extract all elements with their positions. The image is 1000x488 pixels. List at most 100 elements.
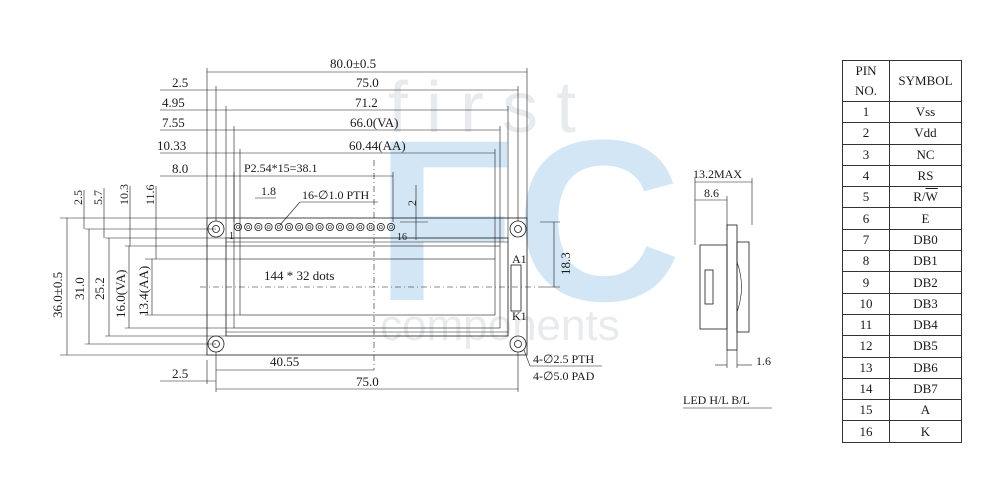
- pin-pad: [325, 222, 334, 231]
- dim-va-width: 66.0(VA): [350, 115, 399, 130]
- pin-number: 2: [842, 122, 890, 145]
- watermark: first FC components: [375, 68, 682, 350]
- pin-symbol: DB4: [889, 313, 962, 337]
- watermark-first-text: first: [388, 68, 594, 148]
- pin-pad: [315, 222, 324, 231]
- side-pcb: [726, 224, 738, 351]
- pin-first-label: 1: [229, 231, 234, 242]
- dim-offset-2-5: 2.5: [172, 75, 188, 90]
- symbol-header: SYMBOL: [889, 60, 962, 102]
- horizontal-dimensions: 80.0±0.5 75.0 2.5 71.2 4.95 66.0(VA) 7.5…: [157, 56, 528, 259]
- pin-number: 14: [842, 377, 890, 401]
- pin-pad: [305, 222, 314, 231]
- dim-top-11-6: 11.6: [143, 184, 157, 205]
- pin-symbol: E: [889, 207, 962, 230]
- pin-hole: [236, 225, 240, 229]
- pin-symbol: DB3: [889, 292, 962, 315]
- watermark-logo-text: FC: [375, 92, 682, 349]
- pin-number: 5: [842, 186, 890, 209]
- pin-pad: [346, 222, 355, 231]
- dim-side-inner: 8.6: [704, 186, 719, 200]
- dim-overall-height: 36.0±0.5: [50, 272, 65, 318]
- pin-header-row: [233, 222, 395, 231]
- pin-symbol: Vdd: [889, 122, 962, 145]
- dim-hole-pitch-vertical: 31.0: [72, 277, 87, 300]
- dim-bottom-offset: 2.5: [172, 366, 188, 381]
- side-curve: [736, 261, 742, 313]
- pin-pad: [284, 222, 293, 231]
- pin-number: 8: [842, 250, 890, 273]
- pin-number: 16: [842, 420, 890, 443]
- side-view-caption: LED H/L B/L: [683, 393, 750, 407]
- dim-top-5-7: 5.7: [91, 190, 105, 205]
- pin-hole: [276, 225, 281, 229]
- pin-pad: [244, 222, 253, 231]
- pin-pad: [335, 222, 344, 231]
- pin-pad: [274, 222, 283, 231]
- pin-number: 4: [842, 164, 890, 188]
- dim-overall-width: 80.0±0.5: [330, 56, 376, 71]
- led-cathode-label: K1: [512, 309, 527, 323]
- pin-symbol: DB5: [889, 335, 962, 358]
- dim-bezel-height: 25.2: [92, 277, 107, 300]
- dim-hole-pitch: 75.0: [356, 75, 379, 90]
- pin-hole: [287, 225, 291, 229]
- front-view: A1 K1 144 * 32 dots 1 16: [200, 160, 540, 370]
- dim-max-thickness: 13.2MAX: [693, 167, 742, 181]
- pin-hole: [338, 225, 342, 229]
- pin-hole: [368, 225, 373, 229]
- mount-hole-spec: 4-∅2.5 PTH: [533, 352, 594, 366]
- side-lcd-body: [699, 244, 728, 330]
- side-led: [704, 269, 714, 305]
- pin-symbol: K: [889, 420, 962, 443]
- dim-top-2-5: 2.5: [71, 190, 85, 205]
- pin-hole: [256, 225, 261, 229]
- pcb-outline: [206, 217, 528, 356]
- dim-pin-pitch: 1.8: [261, 184, 276, 198]
- pin-symbol: DB1: [889, 250, 962, 273]
- pin-number: 12: [842, 335, 890, 358]
- dim-aa-width: 60.44(AA): [349, 138, 406, 153]
- dim-bottom-hole-pitch: 75.0: [356, 374, 379, 389]
- pin-no-header: PIN NO.: [842, 60, 890, 102]
- pin-hole: [307, 225, 312, 229]
- pin-pad: [254, 222, 263, 231]
- pin-symbol: DB6: [889, 356, 962, 379]
- pin-number: 13: [842, 356, 890, 379]
- pin-pad: [233, 222, 242, 231]
- led-terminal: [510, 264, 522, 312]
- dim-right-18-3: 18.3: [558, 252, 573, 275]
- dim-center-offset: 40.55: [270, 354, 299, 369]
- pin-symbol: A: [889, 399, 962, 422]
- display-resolution-label: 144 * 32 dots: [264, 268, 334, 283]
- dim-offset-10-33: 10.33: [157, 138, 186, 153]
- pin-hole: [327, 225, 332, 229]
- led-anode-label: A1: [512, 252, 527, 266]
- pin-symbol: R/W: [889, 186, 962, 209]
- dim-va-height: 16.0(VA): [113, 269, 128, 318]
- pin-symbol: DB2: [889, 271, 962, 294]
- pin-pad: [386, 222, 395, 231]
- pin-symbol: DB7: [889, 377, 962, 401]
- dim-pcb-thickness: 1.6: [756, 354, 771, 368]
- side-view: 13.2MAX 8.6 1.6 LED H/L B/L: [683, 167, 772, 409]
- pin-hole: [389, 225, 393, 229]
- pin-last-label: 16: [397, 232, 407, 243]
- dim-pin-span: P2.54*15=38.1: [244, 161, 317, 175]
- pin-hole: [358, 225, 363, 229]
